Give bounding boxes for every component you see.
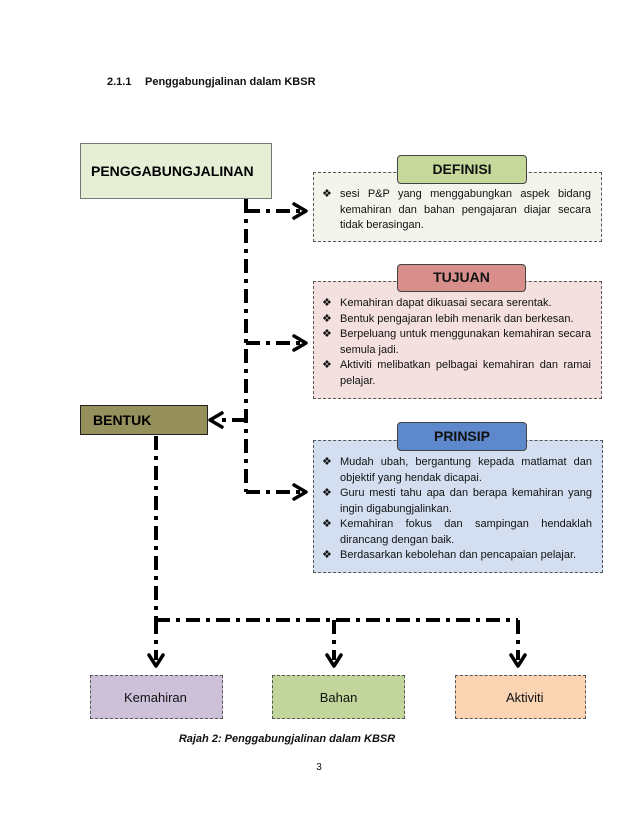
figure-caption: Rajah 2: Penggabungjalinan dalam KBSR [0,733,638,745]
diamond-bullet-icon: ❖ [322,328,332,340]
tujuan-title-tag: TUJUAN [397,264,526,292]
arrowhead-kemahiran [147,653,165,668]
section-title: Penggabungjalinan dalam KBSR [145,76,316,88]
definisi-item: ❖ sesi P&P yang menggabungkan aspek bida… [320,187,591,234]
prinsip-item: ❖ Kemahiran fokus dan sampingan hendaklah… [320,517,592,548]
prinsip-item-text: Berdasarkan kebolehan dan pencapaian pel… [340,549,577,561]
diamond-bullet-icon: ❖ [322,518,332,530]
arrowhead-bahan [325,653,343,668]
kemahiran-box: Kemahiran [90,675,223,719]
diamond-bullet-icon: ❖ [322,297,332,309]
tujuan-panel: ❖ Kemahiran dapat dikuasai secara serenta… [313,281,602,399]
prinsip-item: ❖ Guru mesti tahu apa dan berapa kemahira… [320,486,592,517]
aktiviti-box: Aktiviti [455,675,586,719]
definisi-item-text: sesi P&P yang menggabungkan aspek bidang… [340,188,591,231]
arrowhead-prinsip [292,483,308,501]
arrowhead-tujuan [292,334,308,352]
tujuan-item: ❖ Aktiviti melibatkan pelbagai kemahiran … [320,358,591,389]
kemahiran-label: Kemahiran [124,689,187,705]
tujuan-item-text: Bentuk pengajaran lebih menarik dan berk… [340,312,574,325]
diamond-bullet-icon: ❖ [322,188,332,200]
prinsip-title-tag: PRINSIP [397,422,527,451]
diamond-bullet-icon: ❖ [322,487,332,499]
figure-caption-text: Rajah 2: Penggabungjalinan dalam KBSR [178,733,396,745]
page-number: 3 [0,762,638,773]
section-number: 2.1.1 [107,76,132,88]
prinsip-item-text: Mudah ubah, bergantung kepada matlamat d… [340,456,592,484]
bahan-box: Bahan [272,675,405,719]
bentuk-box: BENTUK [80,405,208,435]
bahan-label: Bahan [319,689,358,705]
diamond-bullet-icon: ❖ [322,359,332,371]
prinsip-item-text: Guru mesti tahu apa dan berapa kemahiran… [340,487,592,515]
prinsip-panel: ❖ Mudah ubah, bergantung kepada matlamat … [313,440,603,573]
bentuk-label: BENTUK [93,412,152,428]
prinsip-title: PRINSIP [433,428,490,444]
aktiviti-label: Aktiviti [506,689,544,705]
page-number-text: 3 [316,762,322,773]
section-heading: 2.1.1 Penggabungjalinan dalam KBSR [107,76,316,88]
prinsip-item: ❖ Mudah ubah, bergantung kepada matlamat … [320,455,592,486]
diamond-bullet-icon: ❖ [322,312,332,325]
tujuan-item: ❖ Berpeluang untuk menggunakan kemahiran … [320,327,591,358]
prinsip-item: ❖ Berdasarkan kebolehan dan pencapaian pe… [320,548,592,564]
arrowhead-aktiviti [509,653,527,668]
tujuan-item-text: Aktiviti melibatkan pelbagai kemahiran d… [340,359,591,387]
arrowhead-definisi [292,202,308,220]
diamond-bullet-icon: ❖ [322,549,332,561]
main-concept-label: PENGGABUNGJALINAN [91,163,254,179]
tujuan-item: ❖ Kemahiran dapat dikuasai secara serenta… [320,296,591,312]
definisi-title-tag: DEFINISI [397,155,527,184]
prinsip-item-text: Kemahiran fokus dan sampingan hendaklah … [340,518,592,546]
diamond-bullet-icon: ❖ [322,456,332,468]
tujuan-item-text: Kemahiran dapat dikuasai secara serentak… [340,297,552,309]
definisi-title: DEFINISI [432,161,492,177]
main-concept-box: PENGGABUNGJALINAN [80,143,272,199]
tujuan-title: TUJUAN [433,269,490,285]
tujuan-item: ❖ Bentuk pengajaran lebih menarik dan ber… [320,312,591,328]
arrowhead-bentuk [208,411,224,429]
tujuan-item-text: Berpeluang untuk menggunakan kemahiran s… [340,328,591,356]
